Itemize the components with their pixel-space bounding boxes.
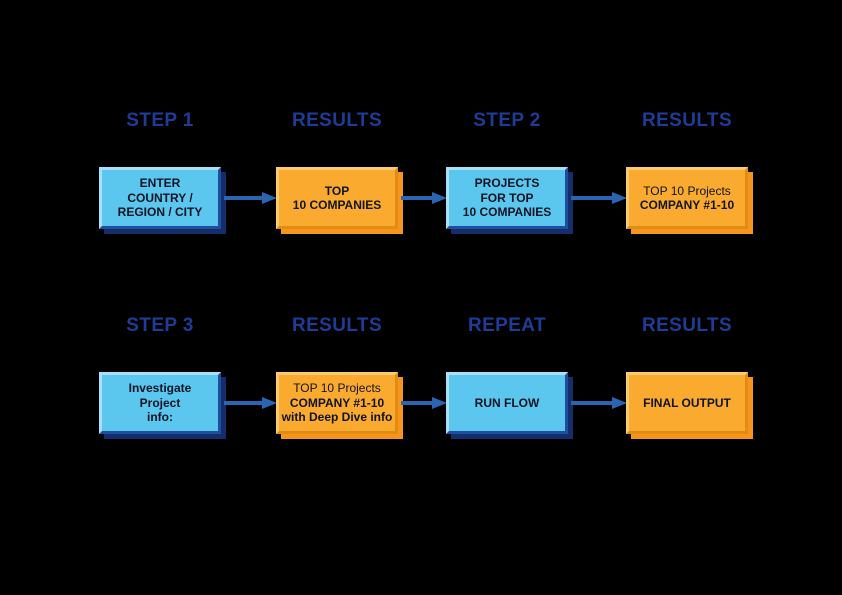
box-top-10-companies: TOP 10 COMPANIES xyxy=(276,167,398,229)
box-line: COMPANY #1-10 xyxy=(639,198,735,212)
box-top-10-projects-deep-dive: TOP 10 Projects COMPANY #1-10 with Deep … xyxy=(276,372,398,434)
flow-arrow-2 xyxy=(401,196,432,200)
header-results-1: RESULTS xyxy=(291,110,383,131)
box-projects-for-top-10-companies: PROJECTS FOR TOP 10 COMPANIES xyxy=(446,167,568,229)
box-line: info: xyxy=(147,410,173,425)
header-step-1: STEP 1 xyxy=(126,110,194,131)
box-line: TOP 10 Projects xyxy=(643,183,731,198)
box-line: COMPANY #1-10 xyxy=(289,395,385,410)
flow-arrow-5 xyxy=(401,401,432,405)
header-results-2: RESULTS xyxy=(641,110,733,131)
flow-arrow-4 xyxy=(224,401,262,405)
box-line: ENTER xyxy=(139,176,181,191)
box-line: TOP xyxy=(324,183,350,198)
box-final-output: FINAL OUTPUT xyxy=(626,372,748,434)
box-line: RUN FLOW xyxy=(474,395,540,410)
box-line: FINAL OUTPUT xyxy=(643,395,731,410)
box-line: FOR TOP xyxy=(480,190,534,205)
box-line: TOP 10 Projects xyxy=(293,381,381,396)
header-step-2: STEP 2 xyxy=(473,110,541,131)
box-line: with Deep Dive info xyxy=(281,410,393,425)
box-run-flow: RUN FLOW xyxy=(446,372,568,434)
header-repeat: REPEAT xyxy=(467,315,547,336)
header-results-4: RESULTS xyxy=(641,315,733,336)
box-line: Investigate xyxy=(128,381,192,396)
flow-arrow-3 xyxy=(571,196,612,200)
box-top-10-projects-company-1-10: TOP 10 Projects COMPANY #1-10 xyxy=(626,167,748,229)
box-line: Project xyxy=(139,395,181,410)
header-results-3: RESULTS xyxy=(291,315,383,336)
box-line: 10 COMPANIES xyxy=(292,198,382,212)
box-enter-country-region-city: ENTER COUNTRY / REGION / CITY xyxy=(99,167,221,229)
box-investigate-project-info: Investigate Project info: xyxy=(99,372,221,434)
box-line: REGION / CITY xyxy=(117,205,203,220)
box-line: PROJECTS xyxy=(474,176,540,191)
flow-arrow-6 xyxy=(571,401,612,405)
header-step-3: STEP 3 xyxy=(126,315,194,336)
box-line: 10 COMPANIES xyxy=(462,205,552,220)
flow-arrow-1 xyxy=(224,196,262,200)
box-line: COUNTRY / xyxy=(127,190,193,205)
